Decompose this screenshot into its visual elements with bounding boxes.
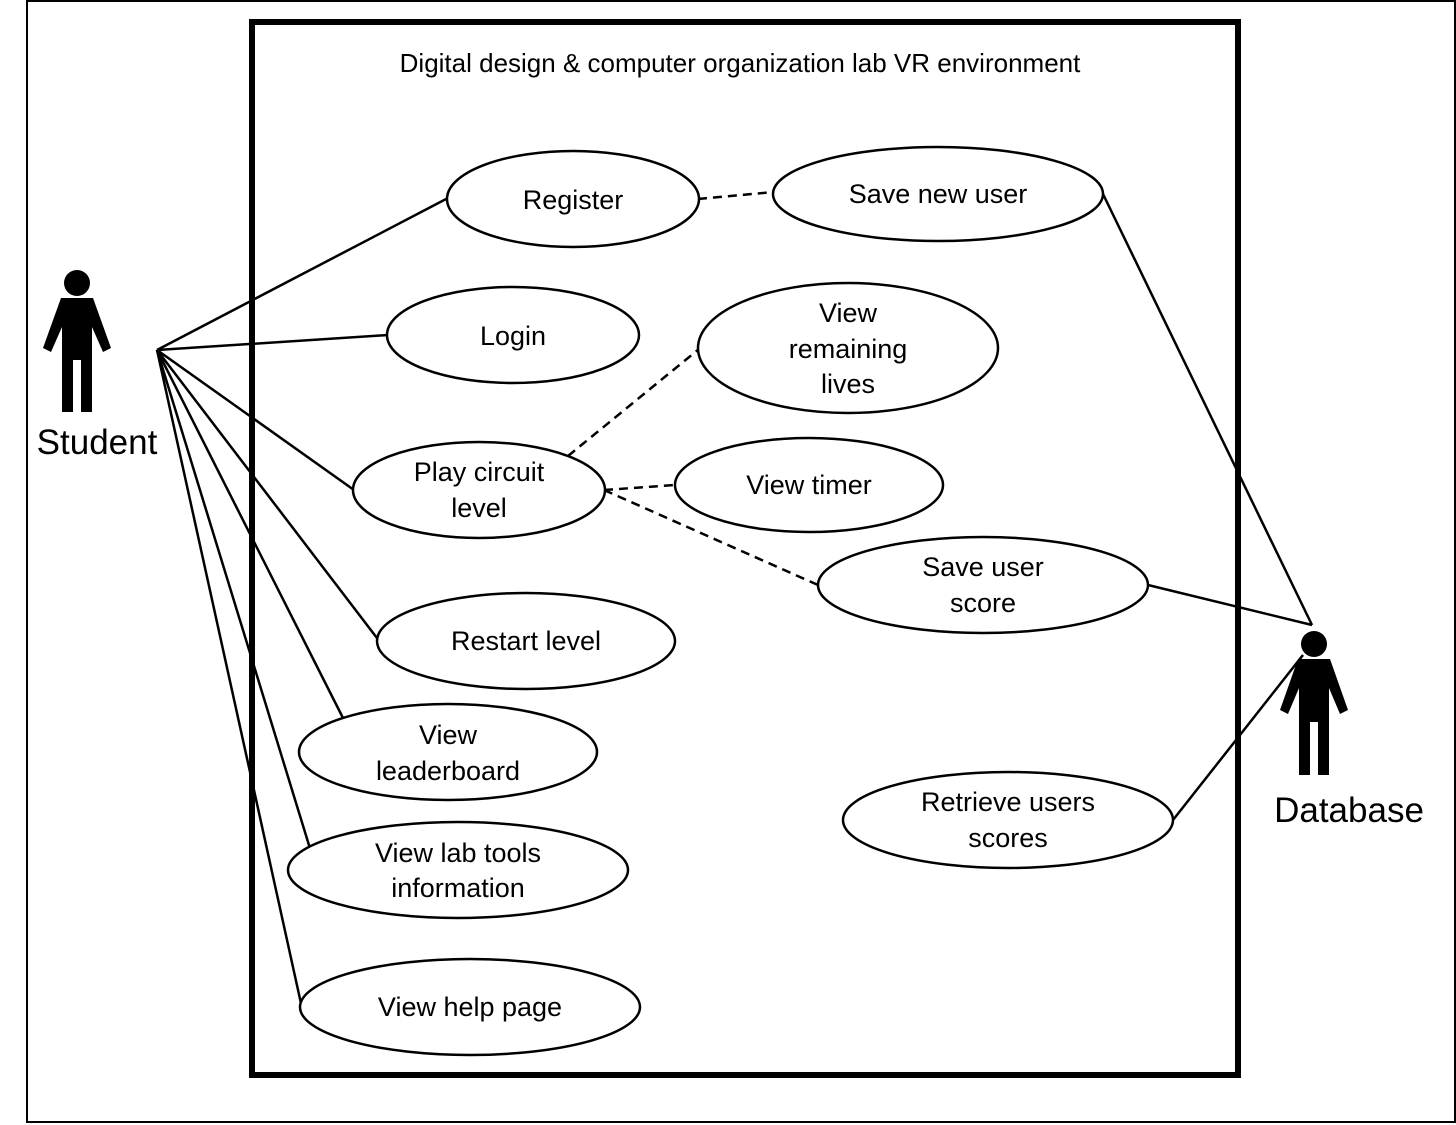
include-register-save-new-user (697, 190, 775, 201)
use-case-label: Play circuit (414, 457, 545, 487)
use-case-ellipse (673, 436, 945, 534)
use-case-view-remaining-lives: View remaining lives (696, 281, 1000, 415)
student-person-icon (43, 270, 111, 412)
use-case-label: leaderboard (376, 756, 520, 786)
use-case-label: score (950, 588, 1016, 618)
database-actor: Database (1274, 631, 1424, 830)
use-case-ellipse (351, 440, 607, 540)
line-student-view-lab-tools (155, 349, 318, 869)
use-case-label: Register (523, 185, 624, 215)
use-case-ellipse (297, 702, 599, 802)
use-case-restart-level: Restart level (375, 591, 677, 691)
use-case-login: Login (385, 285, 641, 385)
use-case-label: View lab tools (375, 838, 541, 868)
use-case-view-help-page: View help page (298, 957, 642, 1057)
use-case-label: Save user (922, 552, 1044, 582)
database-label: Database (1274, 791, 1424, 830)
use-case-label: View (819, 298, 878, 328)
system-title: Digital design & computer organization l… (400, 48, 1081, 78)
line-student-play-circuit-level (156, 348, 355, 492)
use-case-ellipse (771, 145, 1105, 243)
use-case-label: lives (821, 369, 875, 399)
include-play-save-user-score (603, 488, 819, 587)
system-boundary (249, 19, 1241, 1078)
use-case-save-new-user: Save new user (771, 145, 1105, 243)
use-case-ellipse (298, 957, 642, 1057)
use-case-view-timer: View timer (673, 436, 945, 534)
use-case-label: Save new user (849, 179, 1028, 209)
use-case-label: View (419, 720, 478, 750)
include-play-view-remaining-lives (567, 348, 700, 457)
use-case-retrieve-users-scores: Retrieve users scores (841, 770, 1175, 870)
use-case-ellipse (375, 591, 677, 691)
line-student-restart-level (156, 349, 381, 643)
line-save-new-user-database (1101, 193, 1314, 626)
use-case-register: Register (445, 149, 701, 249)
use-case-label: Login (480, 321, 546, 351)
use-case-ellipse (841, 770, 1175, 870)
student-label: Student (37, 423, 158, 462)
use-case-label: View timer (746, 470, 872, 500)
use-case-label: level (451, 493, 507, 523)
use-case-label: scores (968, 823, 1048, 853)
use-case-label: Restart level (451, 626, 601, 656)
database-person-icon (1280, 631, 1348, 775)
use-case-ellipse (816, 535, 1150, 635)
use-case-play-circuit-level: Play circuit level (351, 440, 607, 540)
use-case-view-lab-tools-information: View lab tools information (286, 820, 630, 920)
use-case-label: information (391, 873, 525, 903)
use-case-label: remaining (789, 334, 908, 364)
use-case-ellipse (696, 281, 1000, 415)
connector-lines (155, 190, 1314, 1009)
line-student-register (156, 196, 449, 352)
line-student-login (156, 333, 389, 352)
use-case-ellipse (385, 285, 641, 385)
line-save-user-score-database (1147, 583, 1313, 627)
use-case-label: Retrieve users (921, 787, 1095, 817)
line-student-view-help-page (155, 349, 304, 1009)
student-actor: Student (37, 270, 158, 462)
use-case-save-user-score: Save user score (816, 535, 1150, 635)
use-case-ellipse (445, 149, 701, 249)
use-case-view-leaderboard: View leaderboard (297, 702, 599, 802)
line-student-view-leaderboard (155, 349, 345, 719)
use-case-ellipse (286, 820, 630, 920)
use-case-label: View help page (378, 992, 562, 1022)
line-retrieve-scores-database (1172, 654, 1304, 821)
include-play-view-timer (603, 483, 676, 492)
